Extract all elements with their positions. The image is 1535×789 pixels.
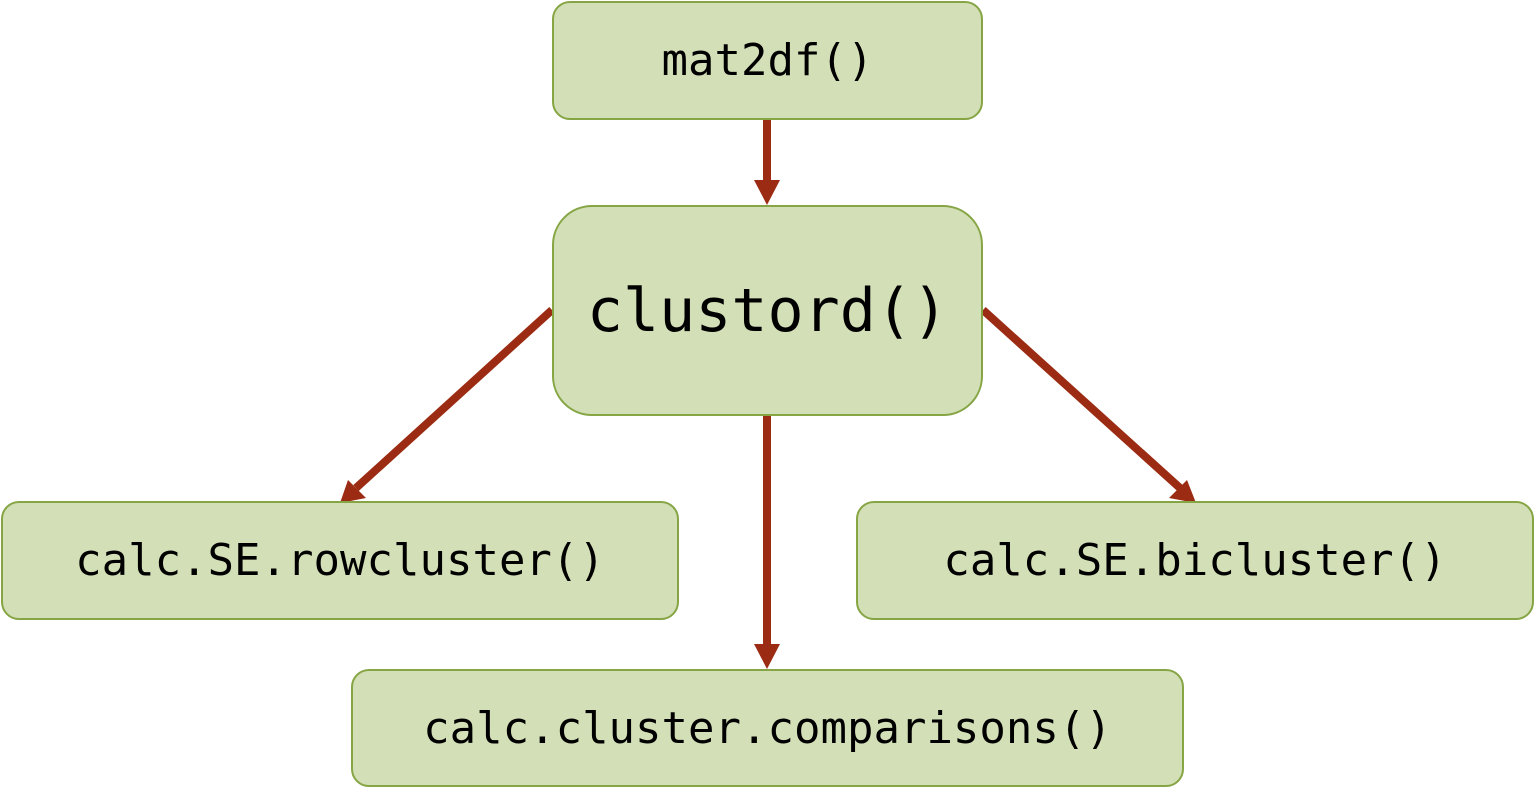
clustord-node: clustord() xyxy=(552,205,983,416)
clustord-label: clustord() xyxy=(586,275,949,346)
rowcluster-node: calc.SE.rowcluster() xyxy=(1,501,679,620)
comparisons-node: calc.cluster.comparisons() xyxy=(351,669,1184,787)
mat2df-label: mat2df() xyxy=(661,35,874,86)
arrow-clustord-to-comparisons xyxy=(754,416,780,669)
rowcluster-label: calc.SE.rowcluster() xyxy=(75,535,605,586)
comparisons-label: calc.cluster.comparisons() xyxy=(423,702,1112,754)
arrow-mat2df-to-clustord xyxy=(754,120,780,205)
bicluster-node: calc.SE.bicluster() xyxy=(856,501,1534,620)
arrow-clustord-to-rowcluster xyxy=(340,307,555,503)
mat2df-node: mat2df() xyxy=(552,1,983,120)
bicluster-label: calc.SE.bicluster() xyxy=(943,535,1447,586)
arrow-clustord-to-bicluster xyxy=(980,307,1196,503)
